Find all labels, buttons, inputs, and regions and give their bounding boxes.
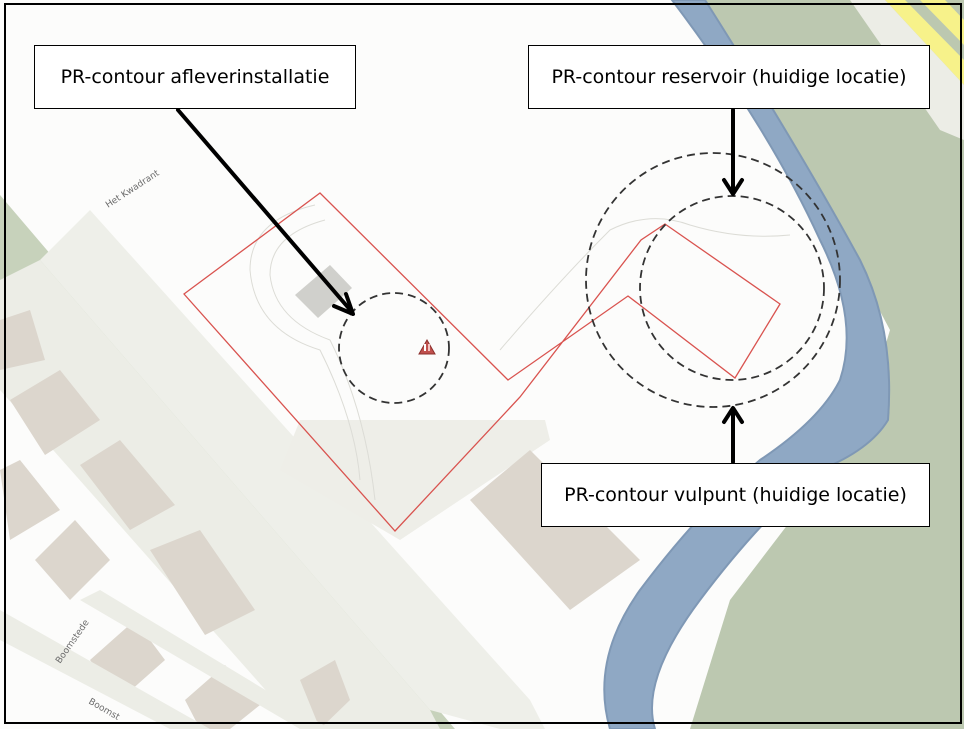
pr-contour-reservoir: [639, 195, 825, 381]
callout-label-vulpunt: PR-contour vulpunt (huidige locatie): [564, 484, 907, 506]
building: [470, 450, 640, 610]
pr-contour-vulpunt: [585, 152, 841, 408]
arrow-afleverinstallatie: [176, 108, 354, 314]
canal: [603, 0, 891, 729]
green-area-right: [690, 0, 964, 729]
arrow-afleverinstallatie-head: [332, 292, 355, 316]
road-side: [280, 420, 550, 540]
pr-contour-afleverinstallatie: [338, 292, 450, 404]
building: [0, 310, 45, 370]
building: [150, 530, 255, 635]
callout-label-reservoir: PR-contour reservoir (huidige locatie): [551, 66, 907, 88]
side-street: [0, 610, 210, 729]
callout-afleverinstallatie: PR-contour afleverinstallatie: [34, 45, 356, 109]
building: [10, 370, 100, 455]
path-lines: [249, 204, 791, 501]
building: [0, 460, 60, 540]
map-frame: [4, 3, 962, 724]
callout-vulpunt: PR-contour vulpunt (huidige locatie): [541, 463, 930, 527]
callout-reservoir: PR-contour reservoir (huidige locatie): [528, 45, 930, 109]
site-boundary: [183, 192, 781, 532]
building: [300, 660, 350, 729]
yellow-road-2: [920, 0, 964, 45]
site-building: [295, 265, 352, 318]
hazard-triangle-icon[interactable]: [418, 338, 436, 355]
path-line: [269, 219, 376, 501]
path-line: [499, 218, 791, 351]
buildings: [0, 310, 640, 729]
building: [80, 440, 175, 530]
main-road: [0, 260, 440, 729]
arrow-reservoir-head: [722, 178, 744, 196]
callout-label-afleverinstallatie: PR-contour afleverinstallatie: [60, 66, 330, 88]
arrow-vulpunt-head: [722, 406, 744, 424]
path-line: [249, 204, 361, 481]
building: [185, 665, 260, 729]
side-street: [80, 590, 330, 729]
building: [35, 520, 110, 600]
